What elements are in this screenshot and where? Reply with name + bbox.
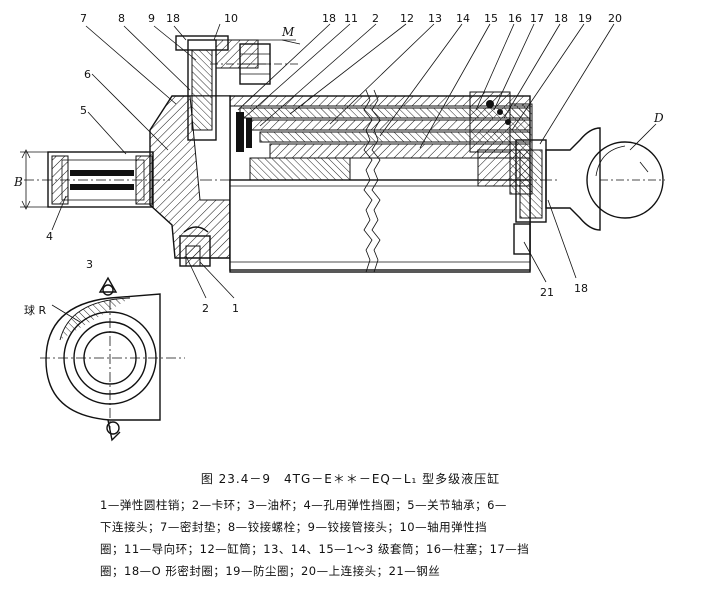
callout-9: 9 [148, 12, 155, 25]
leader-lines [51, 23, 615, 299]
callout-19: 19 [578, 12, 592, 25]
callout-labels: 7 8 9 18 10 18 11 2 12 13 14 15 16 17 18… [13, 12, 664, 317]
cylinder-barrel [200, 89, 560, 273]
legend-line-3: 圈；11—导向环；12—缸筒；13、14、15—1～3 级套筒；16—柱塞；17… [100, 542, 530, 556]
hydraulic-cylinder-drawing: 7 8 9 18 10 18 11 2 12 13 14 15 16 17 18… [13, 12, 665, 442]
callout-18c: 18 [554, 12, 568, 25]
legend-line-2: 下连接头；7—密封垫；8—铰接螺栓；9—铰接管接头；10—轴用弹性挡 [100, 520, 488, 534]
callout-18b: 18 [322, 12, 336, 25]
callout-11: 11 [344, 12, 358, 25]
callout-16: 16 [508, 12, 522, 25]
parts-legend: 1—弹性圆柱销；2—卡环；3—油杯；4—孔用弹性挡圈；5—关节轴承；6— 下连接… [100, 494, 600, 582]
callout-18a: 18 [166, 12, 180, 25]
upper-connector [545, 123, 665, 231]
callout-18d: 18 [574, 282, 588, 295]
dimension-marks [20, 149, 81, 323]
callout-1: 1 [232, 302, 239, 315]
callout-5: 5 [80, 104, 87, 117]
callout-17: 17 [530, 12, 544, 25]
callout-12: 12 [400, 12, 414, 25]
legend-line-1: 1—弹性圆柱销；2—卡环；3—油杯；4—孔用弹性挡圈；5—关节轴承；6— [100, 498, 507, 512]
callout-10: 10 [224, 12, 238, 25]
end-view [40, 276, 185, 442]
symbol-ball-r: 球 R [24, 303, 46, 317]
callout-3: 3 [86, 258, 93, 271]
symbol-b: B [13, 175, 23, 189]
callout-13: 13 [428, 12, 442, 25]
legend-line-4: 圈；18—O 形密封圈；19—防尘圈；20—上连接头；21—钢丝 [100, 564, 441, 578]
callout-8: 8 [118, 12, 125, 25]
figure-caption: 图 23.4－9 4TG－E＊＊－EQ－L₁ 型多级液压缸 [200, 472, 501, 486]
callout-21: 21 [540, 286, 554, 299]
callout-7: 7 [80, 12, 87, 25]
callout-4: 4 [46, 230, 53, 243]
callout-20: 20 [608, 12, 622, 25]
callout-15: 15 [484, 12, 498, 25]
callout-14: 14 [456, 12, 470, 25]
lower-connector [24, 35, 300, 267]
symbol-d: D [653, 111, 664, 125]
callout-2a: 2 [372, 12, 379, 25]
callout-6: 6 [84, 68, 91, 81]
callout-2b: 2 [202, 302, 209, 315]
symbol-m: M [281, 25, 295, 39]
